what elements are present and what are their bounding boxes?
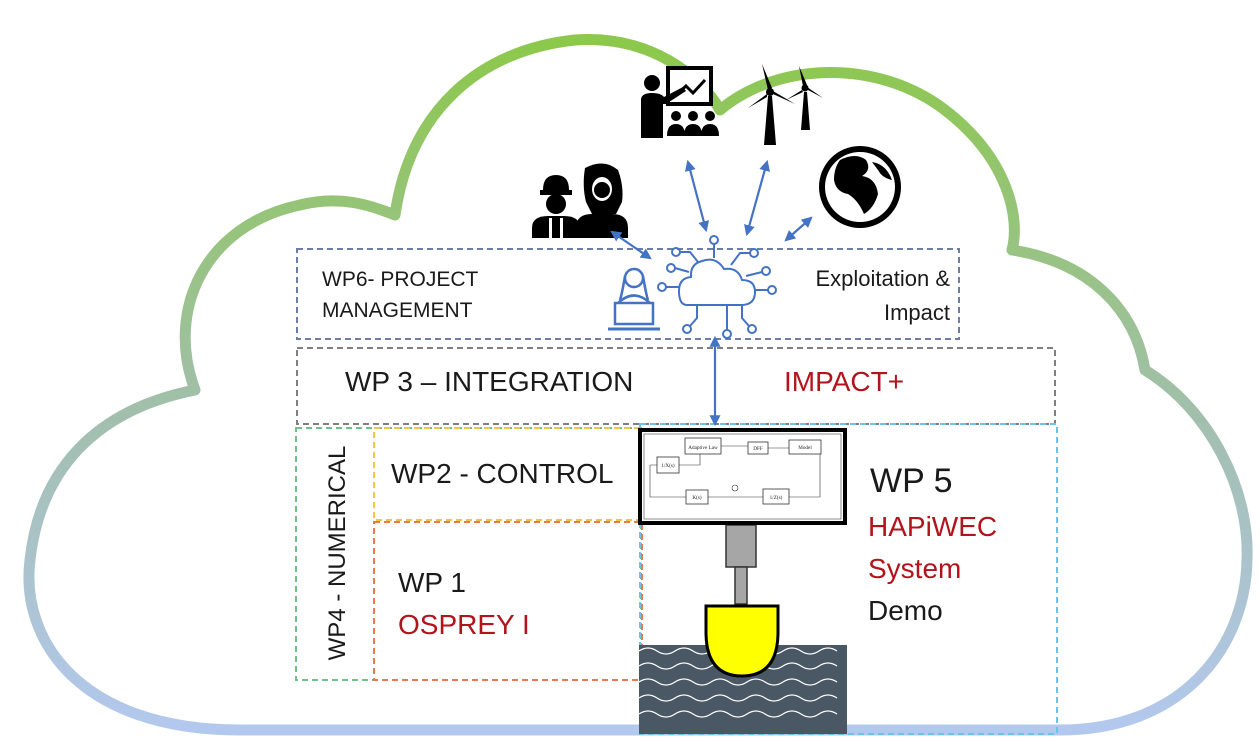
- wp3-label: WP 3 – INTEGRATION: [345, 366, 634, 397]
- wp4-label: WP4 - NUMERICAL: [324, 445, 351, 661]
- wave-energy-converter-icon: [704, 524, 780, 678]
- cloud-outline: [23, 34, 1253, 736]
- presentation-icon: [641, 66, 719, 138]
- control-block-z: 1/Z(s): [770, 494, 783, 501]
- exploitation-label-line2: Impact: [883, 300, 950, 325]
- arrow-globe: [784, 216, 813, 242]
- wp2-label: WP2 - CONTROL: [391, 458, 614, 489]
- wp5-label: WP 5: [870, 462, 953, 500]
- sea-area: [638, 645, 847, 734]
- control-block-k: K(s): [692, 494, 701, 501]
- control-block-adaptive-law: Adaptive Law: [688, 445, 718, 451]
- connection-arrows: [610, 159, 813, 427]
- engineers-icon: [532, 163, 628, 238]
- control-block-dff: DFF: [753, 446, 763, 452]
- control-block-x: 1/X(s): [661, 462, 675, 469]
- wp3-highlight: IMPACT+: [784, 366, 905, 397]
- wp1-label: WP 1: [398, 567, 466, 598]
- wp1-highlight: OSPREY I: [398, 609, 530, 640]
- arrow-presentation: [684, 159, 710, 233]
- wp1-box: [373, 521, 643, 681]
- wp5-line4: Demo: [868, 595, 943, 626]
- wp5-box: [639, 423, 1058, 735]
- exploitation-label-line1: Exploitation &: [815, 266, 950, 291]
- globe-icon: [819, 146, 901, 228]
- control-diagram: Adaptive Law DFF Model 1/X(s) K(s) 1/Z(s…: [638, 428, 847, 525]
- wp5-highlight-line1: HAPiWEC: [868, 511, 998, 542]
- laptop-user-icon: [608, 267, 660, 331]
- arrow-wind-turbines: [744, 159, 770, 237]
- wp6-label-line1: WP6- PROJECT: [322, 268, 479, 291]
- wind-turbines-icon: [748, 64, 823, 145]
- wp6-label-line2: MANAGEMENT: [322, 299, 473, 322]
- wp5-highlight-line2: System: [868, 553, 962, 584]
- cloud-network-icon: [657, 235, 777, 339]
- arrow-engineers: [610, 230, 652, 260]
- control-block-model: Model: [798, 445, 812, 451]
- wp6-box: [296, 248, 960, 340]
